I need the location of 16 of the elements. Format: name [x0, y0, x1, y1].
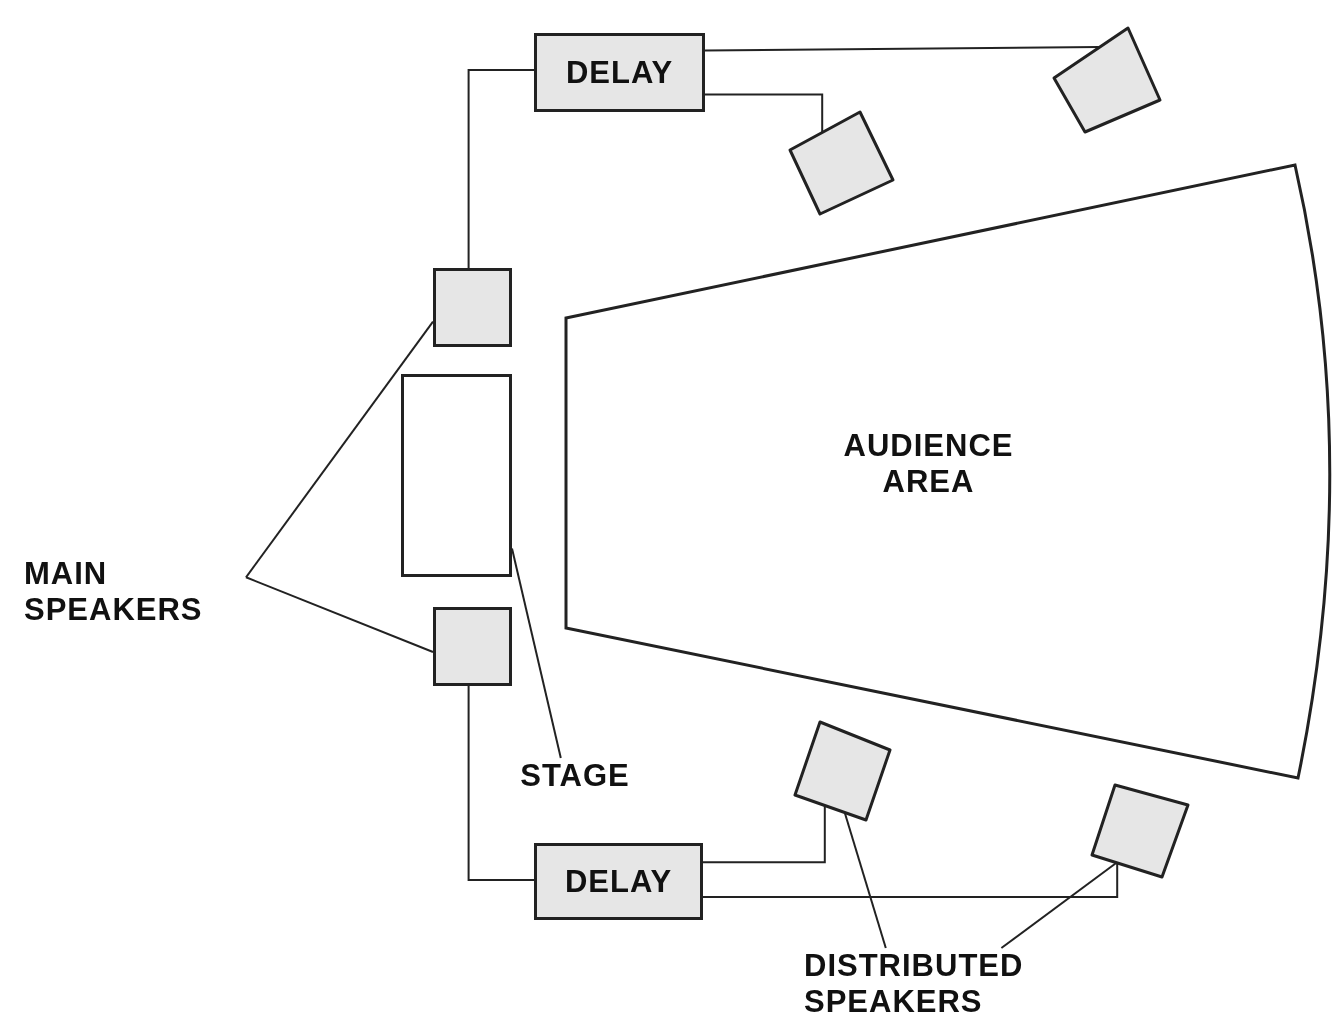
- cable-line: [467, 685, 535, 881]
- leader-line: [1000, 861, 1118, 949]
- stage-box: [401, 374, 512, 577]
- cable-line: [704, 93, 824, 134]
- area-label: AUDIENCE AREA: [842, 428, 1015, 500]
- leader-line: [245, 576, 434, 653]
- delay-box: DELAY: [534, 33, 705, 112]
- leader-line: [245, 320, 434, 579]
- cable-line: [467, 69, 535, 269]
- stage-label: STAGE: [504, 758, 646, 796]
- speaker-box: [433, 607, 512, 686]
- speaker-label: DISTRIBUTED SPEAKERS: [804, 948, 1086, 1019]
- leader-line: [511, 547, 562, 759]
- speaker-label: MAIN SPEAKERS: [24, 556, 246, 632]
- delay-box: DELAY: [534, 843, 703, 920]
- speaker-box: [433, 268, 512, 347]
